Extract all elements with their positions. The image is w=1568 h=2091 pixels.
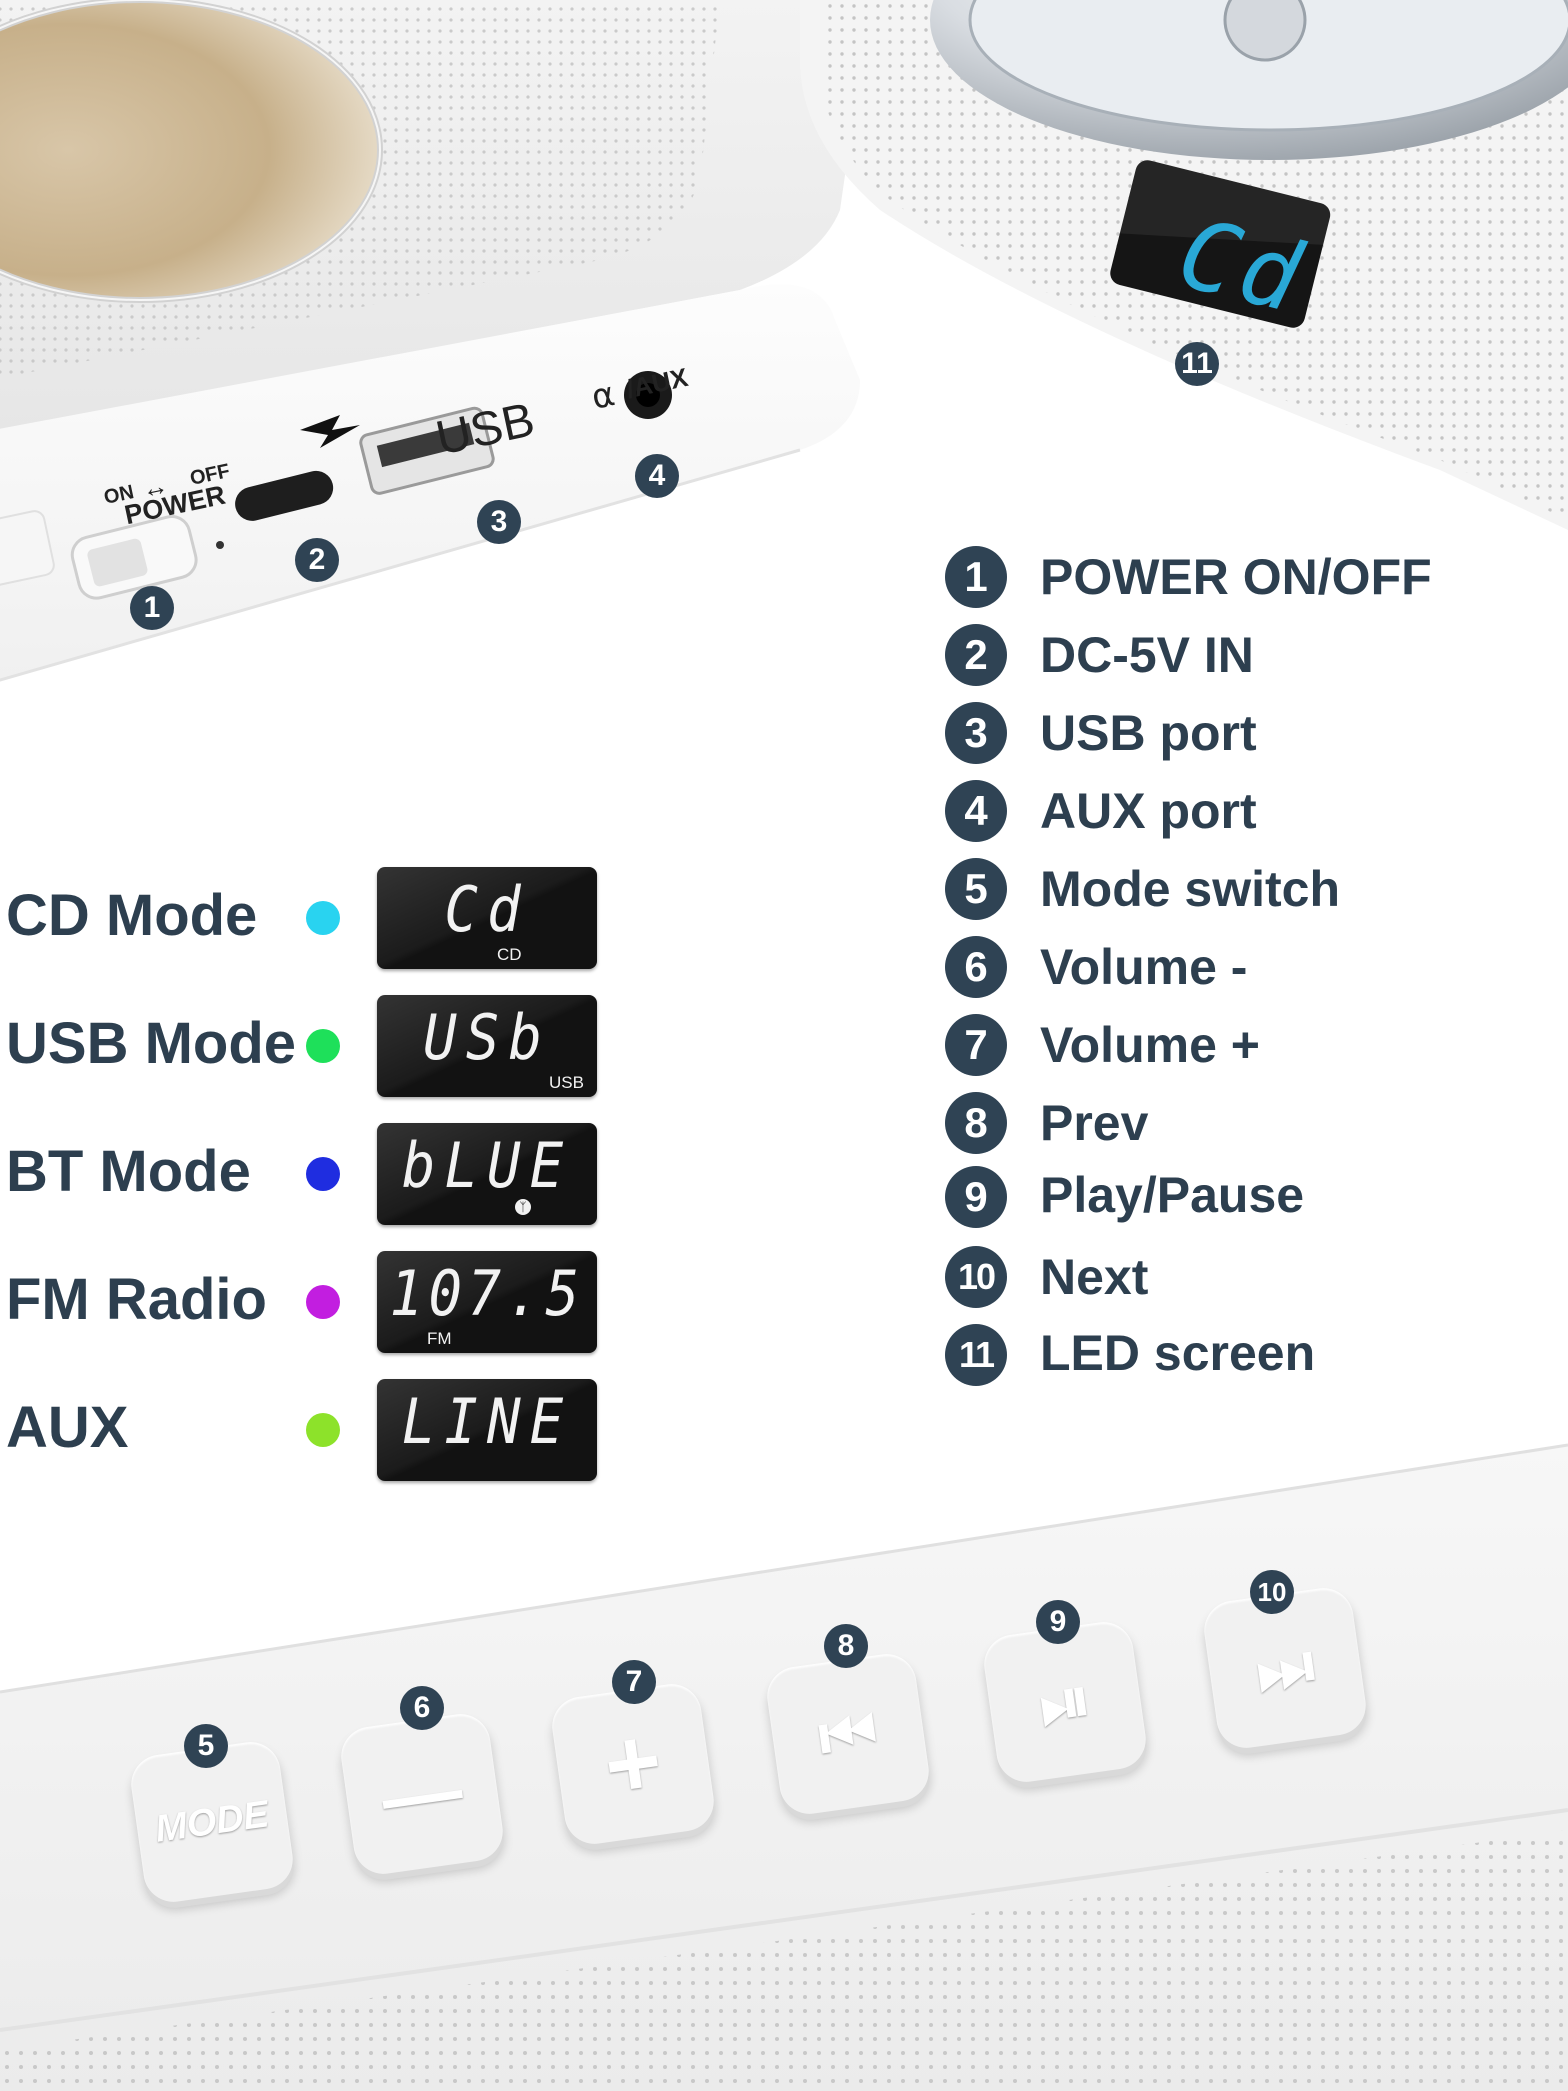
callout-4: 4 — [635, 454, 679, 498]
mode-display-text: bLUE — [401, 1129, 573, 1202]
device-side-panel — [0, 0, 870, 760]
legend-badge-11: 11 — [945, 1324, 1007, 1386]
minus-icon: — — [376, 1743, 468, 1844]
mode-indicator-fm — [306, 1285, 340, 1319]
mode-display-cd: Cd CD — [377, 867, 597, 969]
prev-icon: ⏮ — [814, 1693, 882, 1774]
prev-button[interactable]: ⏮ — [763, 1650, 933, 1818]
callout-3: 3 — [477, 500, 521, 544]
mode-display-bt: bLUE ᛉ — [377, 1123, 597, 1225]
legend-badge-10: 10 — [945, 1246, 1007, 1308]
legend-label-power: POWER ON/OFF — [1040, 549, 1432, 605]
mode-label-usb: USB Mode — [6, 1011, 296, 1076]
legend-badge-6: 6 — [945, 936, 1007, 998]
mode-indicator-aux — [306, 1413, 340, 1447]
mode-display-text: USb — [423, 1001, 551, 1074]
legend-badge-4: 4 — [945, 780, 1007, 842]
legend-badge-7: 7 — [945, 1014, 1007, 1076]
callout-6: 6 — [400, 1686, 444, 1730]
legend-label-next: Next — [1040, 1249, 1149, 1305]
legend-badge-5: 5 — [945, 858, 1007, 920]
mode-label-aux: AUX — [6, 1395, 129, 1460]
mode-display-sub: USB — [549, 1073, 584, 1092]
volume-up-button[interactable]: + — [548, 1680, 718, 1848]
mode-indicator-bt — [306, 1157, 340, 1191]
mode-display-text: Cd — [444, 873, 530, 946]
legend-badge-3: 3 — [945, 702, 1007, 764]
legend-label-volume-up: Volume + — [1040, 1017, 1260, 1073]
callout-7: 7 — [612, 1660, 656, 1704]
mode-label-bt: BT Mode — [6, 1139, 251, 1204]
play-pause-icon: ⏯ — [1034, 1662, 1096, 1741]
legend-label-play-pause: Play/Pause — [1040, 1167, 1305, 1223]
mode-label-fm: FM Radio — [6, 1267, 267, 1332]
mode-display-fm: 107.5 FM — [377, 1251, 597, 1353]
callout-5: 5 — [184, 1724, 228, 1768]
mode-indicator-cd — [306, 901, 340, 935]
legend-label-led: LED screen — [1040, 1325, 1316, 1381]
callout-11: 11 — [1175, 342, 1219, 386]
callout-8: 8 — [824, 1624, 868, 1668]
legend-label-dc: DC-5V IN — [1040, 627, 1254, 683]
mode-display-usb: USb USB — [377, 995, 597, 1097]
legend-badge-9: 9 — [945, 1166, 1007, 1228]
mode-display-sub: FM — [427, 1329, 452, 1348]
legend-badge-1: 1 — [945, 546, 1007, 608]
legend-label-prev: Prev — [1040, 1095, 1149, 1151]
legend-label-usb: USB port — [1040, 705, 1257, 761]
callout-1: 1 — [130, 586, 174, 630]
volume-down-button[interactable]: — — [337, 1710, 507, 1878]
mode-display-text: 107.5 — [389, 1257, 585, 1330]
legend-badge-2: 2 — [945, 624, 1007, 686]
legend-badge-8: 8 — [945, 1092, 1007, 1154]
callout-10: 10 — [1250, 1570, 1294, 1614]
plus-icon: + — [597, 1706, 669, 1821]
legend-label-mode: Mode switch — [1040, 861, 1341, 917]
callout-9: 9 — [1036, 1600, 1080, 1644]
mode-display-aux: LINE — [377, 1379, 597, 1481]
mode-label-cd: CD Mode — [6, 883, 258, 948]
legend-label-aux: AUX port — [1040, 783, 1257, 839]
play-pause-button[interactable]: ⏯ — [980, 1618, 1150, 1786]
bluetooth-icon: ᛉ — [515, 1199, 531, 1215]
device-top-panel — [800, 0, 1568, 540]
callout-2: 2 — [295, 538, 339, 582]
mode-display-text: LINE — [401, 1385, 573, 1458]
mode-indicator-usb — [306, 1029, 340, 1063]
mode-display-sub: CD — [497, 945, 522, 964]
legend-label-volume-down: Volume - — [1040, 939, 1248, 995]
